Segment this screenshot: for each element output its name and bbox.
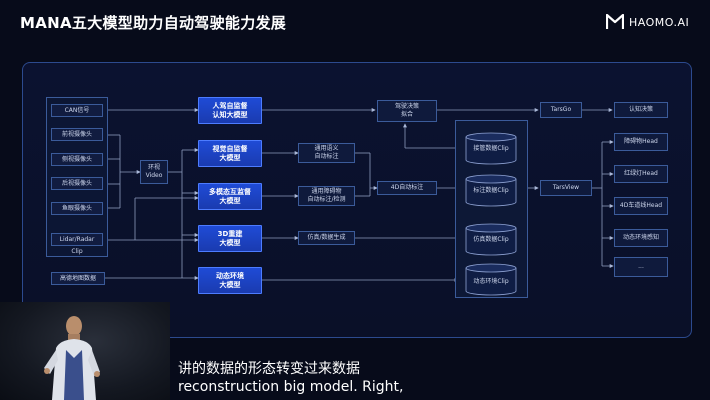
db-simulation-clip-icon: [465, 228, 517, 256]
model-vision-self-supervised: 视觉自监督 大模型: [198, 140, 262, 167]
node-simulation-generation: 仿真/数据生成: [298, 231, 355, 245]
input-rear-camera: 后视摄像头: [51, 177, 103, 190]
node-obstacle-autolabel: 通用障碍物 自动标注/检测: [298, 186, 355, 206]
caption-subtitle: 讲的数据的形态转变过来数据 reconstruction big model. …: [178, 360, 404, 396]
clip-label: Clip: [71, 248, 83, 255]
head-dynamic-perception: 动态环境感知: [614, 229, 668, 247]
speaker-figure: [44, 316, 100, 400]
surround-video-node: 环视 Video: [140, 160, 168, 184]
input-can-signal: CAN信号: [51, 104, 103, 117]
logo-text: HAOMO.AI: [629, 15, 690, 29]
db-labeled-clip-label: 标注数据Clip: [473, 187, 509, 194]
input-front-camera: 前视摄像头: [51, 128, 103, 141]
haomo-logo: HAOMO.AI: [606, 14, 689, 30]
node-tarsview: TarsView: [540, 180, 592, 196]
node-semantic-autolabel: 通用语义 自动标注: [298, 143, 355, 163]
model-human-driving-cognition: 人驾自监督 认知大模型: [198, 97, 262, 124]
head-traffic-light: 红绿灯Head: [614, 165, 668, 183]
head-more: ...: [614, 257, 668, 277]
model-dynamic-environment: 动态环境 大模型: [198, 267, 262, 294]
slide-title: MANA五大模型助力自动驾驶能力发展: [20, 14, 287, 32]
model-3d-reconstruction: 3D重建 大模型: [198, 225, 262, 252]
node-driving-decision-fit: 驾驶决策 拟合: [377, 100, 437, 122]
head-obstacle: 障碍物Head: [614, 133, 668, 151]
db-dynamic-clip-label: 动态环境Clip: [473, 278, 509, 285]
db-takeover-clip-icon: [465, 137, 517, 165]
node-tarsgo: TarsGo: [540, 102, 582, 118]
db-dynamic-clip-icon: [465, 268, 517, 296]
input-lidar-radar: Lidar/Radar: [51, 233, 103, 246]
db-simulation-clip-label: 仿真数据Clip: [473, 236, 509, 243]
input-fisheye-camera: 鱼眼摄像头: [51, 202, 103, 215]
input-side-camera: 侧视摄像头: [51, 153, 103, 166]
db-labeled-clip-icon: [465, 179, 517, 207]
node-4d-autolabel: 4D自动标注: [377, 181, 437, 195]
speaker-video-inset: [0, 302, 170, 400]
head-4d-lane: 4D车道线Head: [614, 197, 668, 215]
haomo-logo-icon: [606, 14, 624, 29]
node-cognition-decision: 认知决策: [614, 102, 668, 118]
model-multimodal-mutual: 多模态互监督 大模型: [198, 183, 262, 210]
caption-line-2: reconstruction big model. Right,: [178, 379, 404, 395]
caption-line-1: 讲的数据的形态转变过来数据: [178, 361, 360, 377]
db-takeover-clip-label: 接管数据Clip: [473, 145, 509, 152]
input-map-data: 高德地图数据: [51, 272, 105, 285]
